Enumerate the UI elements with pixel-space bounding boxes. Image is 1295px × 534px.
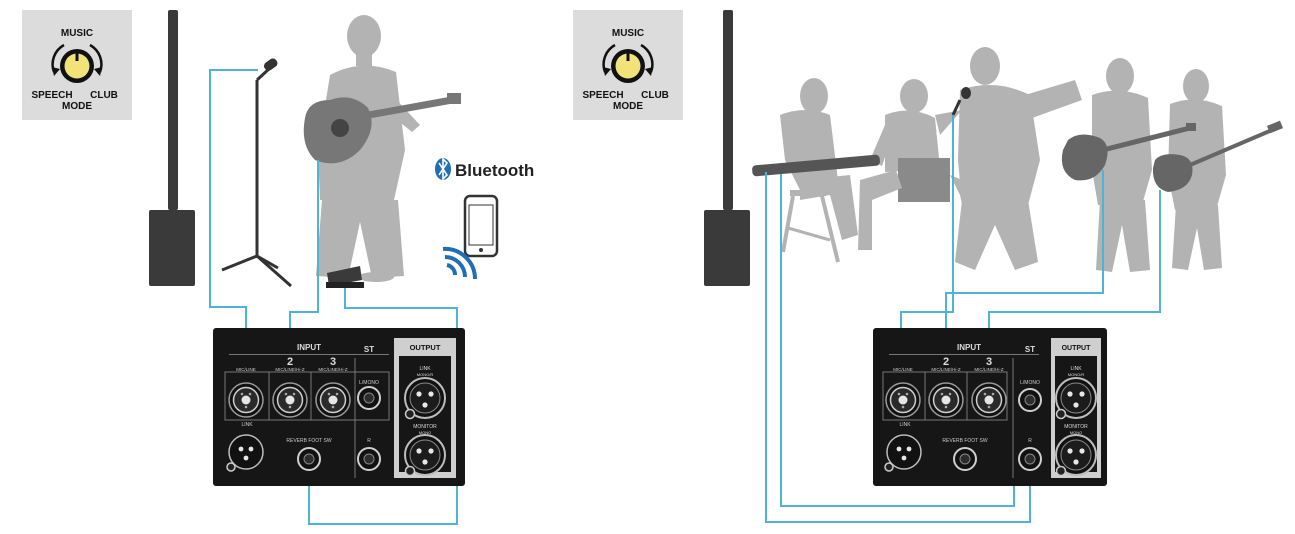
bassist-icon <box>1168 69 1226 270</box>
link-out-sub: MONO/R <box>1068 372 1085 377</box>
link-in-label: LINK <box>899 422 911 428</box>
speaker-column-icon <box>149 10 195 286</box>
input-title: INPUT <box>297 343 321 352</box>
electric-guitar-icon <box>1061 123 1196 181</box>
input-title: INPUT <box>957 343 981 352</box>
smartphone-icon <box>463 194 499 258</box>
monitor-sub: MONO <box>1070 430 1082 435</box>
scene-acoustic-performer: MUSIC SPEECH CLUB MODE <box>20 8 534 525</box>
rear-panel: INPUT 2 3 MIC/LINE MIC/LINE/Hi-Z MIC/LIN… <box>873 328 1107 486</box>
output-title: OUTPUT <box>410 343 441 352</box>
st-l-jack <box>1018 388 1042 412</box>
mode-dial: MUSIC SPEECH CLUB MODE <box>20 8 134 122</box>
acoustic-guitar-icon <box>303 93 461 164</box>
footsw-label: REVERB FOOT SW <box>286 438 331 444</box>
bluetooth-label: Bluetooth <box>455 161 534 180</box>
monitor-jack <box>404 434 446 477</box>
input-2-jack <box>272 382 308 418</box>
output-title: OUTPUT <box>1062 345 1092 352</box>
input-1-jack <box>885 382 921 418</box>
channel-3-number: 3 <box>986 356 992 368</box>
link-out-sub: MONO/R <box>417 372 434 377</box>
scene-band: MUSIC SPEECH CLUB MODE <box>571 8 1283 523</box>
bass-guitar-icon <box>1152 120 1283 192</box>
footsw-jack <box>297 447 321 471</box>
st-l-label: L/MONO <box>1020 380 1040 386</box>
bluetooth-logo: Bluetooth <box>435 157 534 181</box>
channel-2-type: MIC/LINE/Hi-Z <box>275 367 305 372</box>
input-3-jack <box>971 382 1007 418</box>
microphone-icon <box>951 87 971 116</box>
mode-club-label: CLUB <box>90 90 118 101</box>
channel-1-type: MIC/LINE <box>236 367 256 372</box>
input-2-jack <box>928 382 964 418</box>
monitor-sub: MONO <box>419 430 431 435</box>
keyboard-r-cable <box>765 172 1031 523</box>
link-out-label: LINK <box>419 366 431 372</box>
footsw-jack <box>953 447 977 471</box>
speaker-column-icon <box>704 10 750 286</box>
channel-3-number: 3 <box>330 356 336 368</box>
footsw-label: REVERB FOOT SW <box>942 438 987 444</box>
st-r-jack <box>357 447 381 471</box>
link-out-jack <box>404 377 446 420</box>
monitor-jack <box>1055 434 1097 477</box>
input-1-jack <box>228 382 264 418</box>
channel-2-number: 2 <box>287 356 293 368</box>
rear-panel: INPUT 2 3 MIC/LINE MIC/LINE/Hi-Z MIC/LIN… <box>213 328 465 486</box>
mode-music-label: MUSIC <box>61 28 93 39</box>
mic-stand-icon <box>221 58 292 288</box>
channel-2-number: 2 <box>943 356 949 368</box>
monitor-label: MONITOR <box>413 424 437 430</box>
link-out-jack <box>1055 377 1097 420</box>
link-in-label: LINK <box>241 422 253 428</box>
st-r-label: R <box>367 438 371 444</box>
band-silhouettes <box>780 47 1226 272</box>
keyboard-icon <box>752 154 880 177</box>
mode-dial: MUSIC SPEECH CLUB MODE <box>571 8 685 122</box>
mode-speech-label: SPEECH <box>582 90 623 101</box>
st-r-label: R <box>1028 438 1032 444</box>
electric-guitarist-icon <box>1092 58 1152 272</box>
channel-2-type: MIC/LINE/Hi-Z <box>931 367 961 372</box>
cajon-player-icon <box>858 79 985 250</box>
mode-title-label: MODE <box>62 101 92 112</box>
channel-3-type: MIC/LINE/Hi-Z <box>974 367 1004 372</box>
st-l-jack <box>357 386 381 410</box>
link-out-label: LINK <box>1070 366 1082 372</box>
st-l-label: L/MONO <box>359 380 379 386</box>
st-title: ST <box>364 345 374 354</box>
st-title: ST <box>1025 345 1035 354</box>
monitor-label: MONITOR <box>1064 424 1088 430</box>
mode-title-label: MODE <box>613 101 643 112</box>
channel-3-type: MIC/LINE/Hi-Z <box>318 367 348 372</box>
mode-club-label: CLUB <box>641 90 669 101</box>
mode-speech-label: SPEECH <box>31 90 72 101</box>
foot-switch-icon <box>326 266 364 288</box>
channel-1-type: MIC/LINE <box>893 367 913 372</box>
vocalist-icon <box>935 47 1082 270</box>
input-3-jack <box>315 382 351 418</box>
wireless-signal-icon <box>442 246 478 280</box>
mode-music-label: MUSIC <box>612 28 644 39</box>
st-r-jack <box>1018 447 1042 471</box>
